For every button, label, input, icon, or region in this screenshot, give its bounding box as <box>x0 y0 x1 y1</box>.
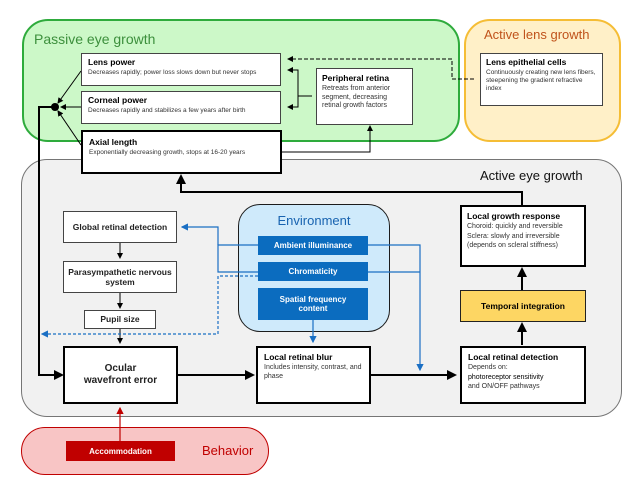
lens-epithelial-desc: Continuously creating new lens fibers, s… <box>486 69 596 92</box>
local-detection-desc3: and ON/OFF pathways <box>468 382 540 390</box>
spatial-frequency-box: Spatial frequency content <box>258 288 368 320</box>
peripheral-retina-title: Peripheral retina <box>322 73 390 83</box>
behavior-title: Behavior <box>202 443 254 458</box>
parasympathetic-box: Parasympathetic nervous system <box>63 261 177 293</box>
local-retinal-detection-box: Local retinal detection Depends on: phot… <box>460 346 586 404</box>
pupil-size-box: Pupil size <box>84 310 156 329</box>
lens-to-junction <box>57 70 82 104</box>
local-retinal-blur-box: Local retinal blur Includes intensity, c… <box>256 346 371 404</box>
axial-to-peripheral <box>282 125 373 153</box>
corneal-power-box: Corneal power Decreases rapidly and stab… <box>81 91 281 124</box>
peripheral-to-lens <box>287 67 312 97</box>
local-blur-desc: Includes intensity, contrast, and phase <box>264 364 362 380</box>
growth-response-l1: Choroid: quickly and reversible <box>467 223 563 231</box>
epithelial-to-lens <box>287 56 474 80</box>
accommodation-box: Accommodation <box>66 441 175 461</box>
local-detection-desc2: photoreceptor sensitivity <box>468 373 544 381</box>
growth-response-l3: (depends on scleral stiffness) <box>467 241 558 249</box>
growth-to-axial <box>176 174 523 205</box>
ambient-chroma-to-global <box>217 244 258 273</box>
ocular-wavefront-box: Ocular wavefront error <box>63 346 178 404</box>
active-lens-growth-title: Active lens growth <box>484 27 590 42</box>
growth-response-title: Local growth response <box>467 211 561 221</box>
chromaticity-box: Chromaticity <box>258 262 368 281</box>
corneal-power-title: Corneal power <box>88 95 148 105</box>
environment-title: Environment <box>277 213 351 228</box>
local-detection-desc1: Depends on: <box>468 364 508 372</box>
lens-power-title: Lens power <box>88 57 136 67</box>
lens-power-desc: Decreases rapidly; power loss slows down… <box>88 69 257 77</box>
peripheral-retina-box: Peripheral retina Retreats from anterior… <box>316 68 413 125</box>
corneal-power-desc: Decreases rapidly and stabilizes a few y… <box>88 107 246 115</box>
env-to-global-retinal <box>180 223 219 245</box>
peripheral-to-cornea <box>287 96 299 110</box>
chroma-to-wavefront-dashed <box>40 275 258 338</box>
axial-length-box: Axial length Exponentially decreasing gr… <box>81 130 282 174</box>
ambient-chroma-to-detection <box>368 244 424 372</box>
ambient-illuminance-box: Ambient illuminance <box>258 236 368 255</box>
active-eye-growth-title: Active eye growth <box>480 168 583 183</box>
junction-to-wavefront <box>38 106 64 380</box>
lens-power-box: Lens power Decreases rapidly; power loss… <box>81 53 281 86</box>
lens-epithelial-box: Lens epithelial cells Continuously creat… <box>480 53 603 106</box>
temporal-integration-box: Temporal integration <box>460 290 586 322</box>
peripheral-retina-desc: Retreats from anterior segment, decreasi… <box>322 85 391 109</box>
axial-length-title: Axial length <box>89 137 138 147</box>
global-retinal-detection-box: Global retinal detection <box>63 211 177 243</box>
growth-response-l2: Sclera: slowly and irreversible <box>467 232 560 240</box>
axial-length-desc: Exponentially decreasing growth, stops a… <box>89 149 246 157</box>
lens-epithelial-title: Lens epithelial cells <box>486 57 567 67</box>
local-blur-title: Local retinal blur <box>264 352 333 362</box>
passive-eye-growth-title: Passive eye growth <box>34 31 156 47</box>
local-growth-response-box: Local growth response Choroid: quickly a… <box>460 205 586 267</box>
axial-to-junction <box>57 110 82 146</box>
local-detection-title: Local retinal detection <box>468 352 559 362</box>
